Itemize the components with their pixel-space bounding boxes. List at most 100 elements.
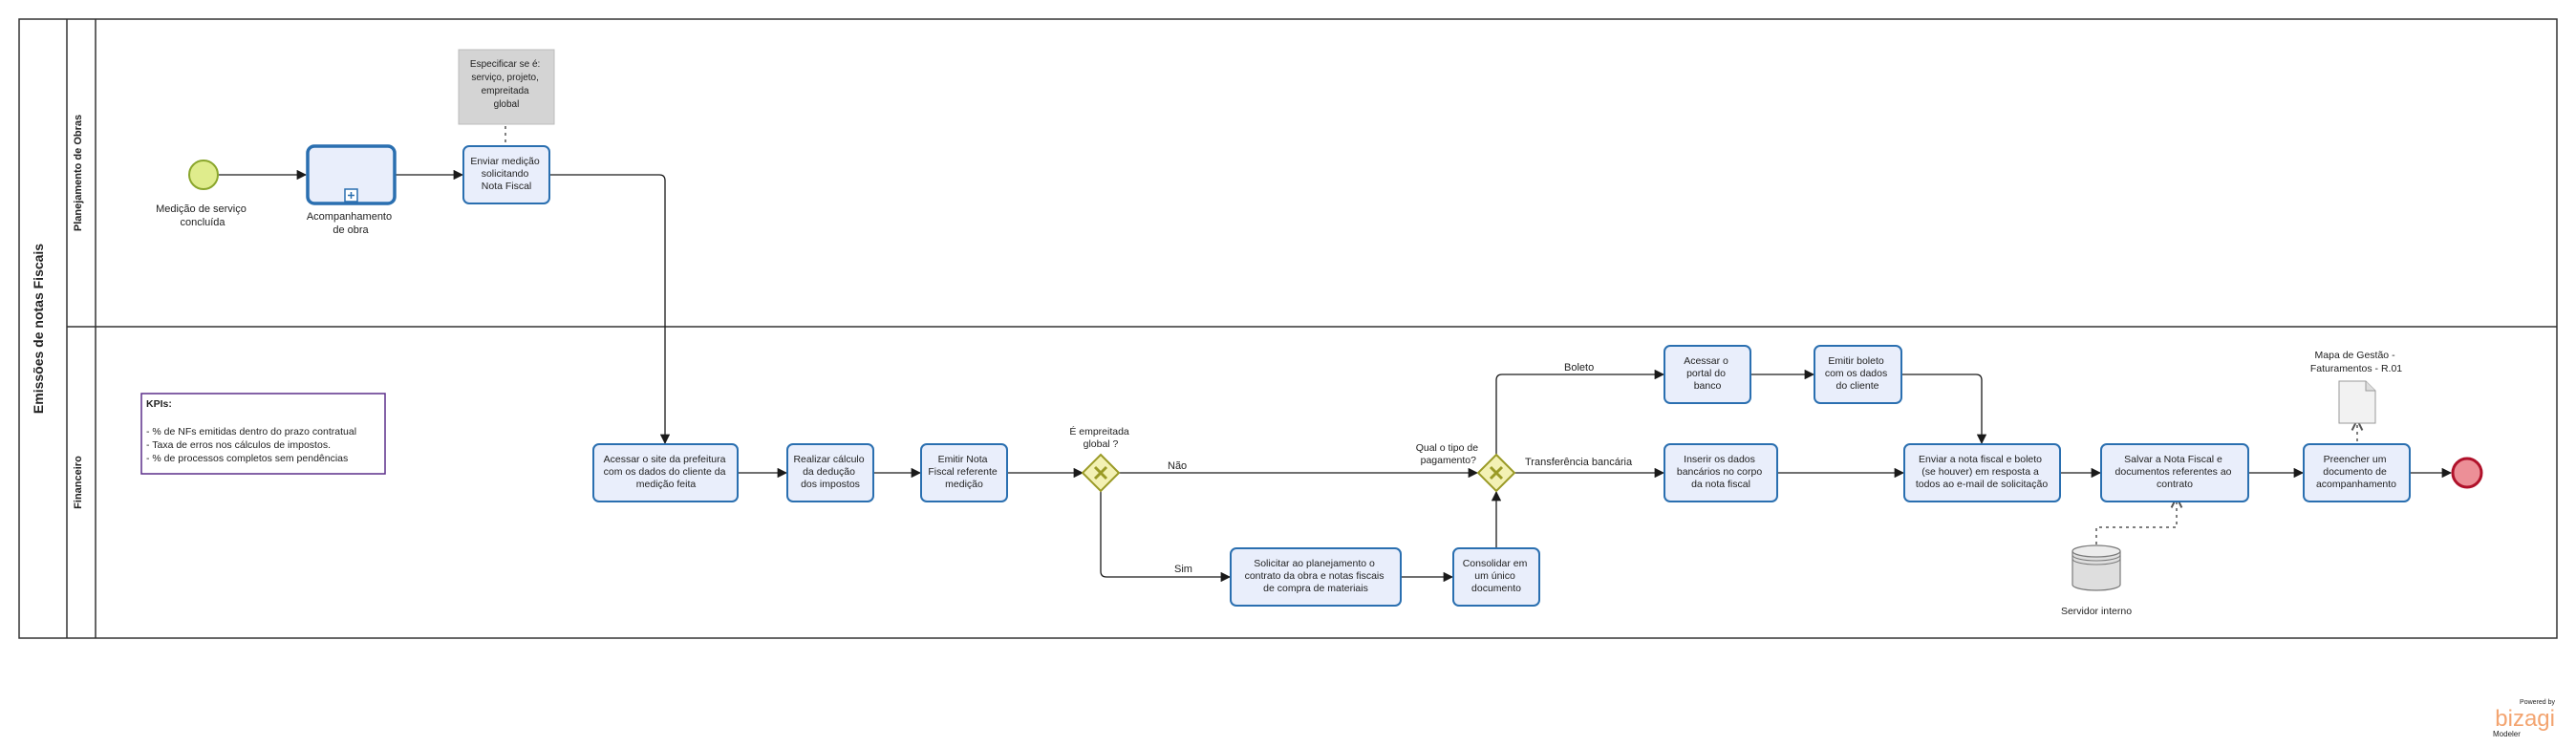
task-realizar-calculo[interactable]: Realizar cálculo da dedução dos impostos: [786, 443, 874, 502]
svg-text:Emitir boleto com os dad: Emitir boleto com os dados do cliente: [1825, 355, 1890, 392]
start-event-circle[interactable]: [188, 160, 219, 190]
kpi-item: - Taxa de erros nos cálculos de impostos…: [146, 439, 331, 451]
subprocess-label: Acompanhamento: [307, 211, 392, 223]
task-label: Preencher um: [2324, 454, 2387, 465]
lane-title-financeiro: Financeiro: [73, 456, 84, 509]
exclusive-x-icon: [1093, 465, 1108, 480]
task-label: Enviar a nota fiscal e boleto: [1919, 454, 2042, 465]
annotation-text: empreitada: [482, 86, 529, 96]
kpi-box: KPIs: - % de NFs emitidas dentro do praz…: [140, 393, 386, 475]
svg-text:Inserir os dados bancári: Inserir os dados bancários no corpo da n…: [1677, 454, 1765, 490]
svg-text:Salvar a Nota Fiscal e d: Salvar a Nota Fiscal e documentos refere…: [2115, 454, 2235, 490]
task-label: solicitando: [482, 168, 529, 180]
task-emitir-nota-fiscal[interactable]: Emitir Nota Fiscal referente medição: [920, 443, 1008, 502]
task-acessar-portal-banco[interactable]: Acessar o portal do banco: [1664, 345, 1751, 404]
task-label: documento: [1471, 583, 1521, 594]
gateway-label: pagamento?: [1421, 455, 1477, 466]
task-label: medição: [945, 479, 983, 490]
svg-text:É empreitada global ?: É empreitada global ?: [1069, 425, 1131, 450]
task-label: da dedução: [803, 466, 855, 478]
svg-text:Medição de serviço concl: Medição de serviço concluída: [156, 203, 249, 228]
task-label: um único: [1474, 570, 1515, 582]
svg-text:Enviar a nota fiscal e boleto: Enviar a nota fiscal e boleto (se houver…: [1916, 454, 2048, 490]
pool: Emissões de notas Fiscais Planejamento d…: [18, 18, 2558, 639]
end-event-circle[interactable]: [2451, 457, 2483, 489]
start-event-label: concluída: [180, 217, 225, 228]
task-consolidar-documento[interactable]: Consolidar em um único documento: [1452, 547, 1540, 607]
start-event[interactable]: Medição de serviço concluída: [156, 160, 249, 228]
svg-text:Acessar o portal do: Acessar o portal do banco: [1684, 355, 1731, 392]
annotation-text: Especificar se é:: [470, 59, 540, 70]
subprocess-acompanhamento[interactable]: Acompanhamento de obra: [306, 144, 397, 236]
pool-title: Emissões de notas Fiscais: [31, 244, 46, 414]
kpi-title: KPIs:: [146, 398, 172, 410]
end-event[interactable]: [2451, 457, 2483, 489]
start-event-label: Medição de serviço: [156, 203, 247, 215]
task-solicitar-planejamento[interactable]: Solicitar ao planejamento o contrato da …: [1230, 547, 1402, 607]
task-label: Enviar medição: [470, 156, 540, 167]
task-acessar-site-prefeitura[interactable]: Acessar o site da prefeitura com os dado…: [592, 443, 739, 502]
document-mapa-gestao[interactable]: Mapa de Gestão - Faturamentos - R.01: [2310, 350, 2402, 424]
data-store-servidor[interactable]: Servidor interno: [2061, 544, 2132, 617]
modeler-text: Modeler: [2493, 730, 2521, 738]
svg-text:Acessar o site da prefeitura: Acessar o site da prefeitura com os dado…: [604, 454, 729, 490]
task-label: portal do: [1686, 368, 1726, 379]
task-label: medição feita: [636, 479, 697, 490]
task-inserir-dados-bancarios[interactable]: Inserir os dados bancários no corpo da n…: [1664, 443, 1778, 502]
document-label: Mapa de Gestão -: [2315, 350, 2396, 361]
document-icon: [2338, 380, 2376, 424]
task-label: Consolidar em: [1463, 558, 1528, 569]
task-label: Inserir os dados: [1684, 454, 1755, 465]
task-label: Salvar a Nota Fiscal e: [2124, 454, 2222, 465]
sequence-flows: [219, 169, 2453, 583]
task-label: documentos referentes ao: [2115, 466, 2232, 478]
task-label: bancários no corpo: [1677, 466, 1762, 478]
gateway-label: global ?: [1084, 438, 1119, 450]
gateway-label: Qual o tipo de: [1416, 442, 1479, 454]
svg-text:Consolidar em um único: Consolidar em um único documento: [1463, 558, 1531, 594]
svg-text:- % de NFs emitidas dentro do: - % de NFs emitidas dentro do prazo cont…: [146, 426, 359, 464]
flow-label-transferencia: Transferência bancária: [1525, 457, 1633, 468]
bizagi-branding: Powered by bizagi Modeler: [2493, 699, 2555, 738]
annotation-text: serviço, projeto,: [471, 73, 539, 83]
gateway-label: É empreitada: [1069, 425, 1129, 438]
flow-enviar-to-acessar-site: [550, 174, 671, 445]
task-label: da nota fiscal: [1691, 479, 1750, 490]
flow-label-nao: Não: [1168, 460, 1187, 472]
task-emitir-boleto[interactable]: Emitir boleto com os dados do cliente: [1814, 345, 1902, 404]
task-label: do cliente: [1836, 380, 1879, 392]
task-label: Solicitar ao planejamento o: [1254, 558, 1375, 569]
assoc-datastore: [2095, 502, 2177, 544]
task-label: banco: [1694, 380, 1722, 392]
task-label: Acessar o site da prefeitura: [604, 454, 726, 465]
gateway-tipo-pagamento[interactable]: Qual o tipo de pagamento?: [1416, 442, 1516, 493]
kpi-item: - % de NFs emitidas dentro do prazo cont…: [146, 426, 356, 438]
flow-boleto: [1495, 369, 1665, 455]
gateway-empreitada-global[interactable]: É empreitada global ?: [1069, 425, 1131, 493]
flow-label-boleto: Boleto: [1564, 362, 1594, 374]
subprocess-label: de obra: [333, 224, 369, 236]
data-store-label: Servidor interno: [2061, 606, 2132, 617]
task-label: (se houver) em resposta a: [1921, 466, 2039, 478]
flow-boleto-to-enviar: [1901, 374, 1987, 445]
svg-text:Realizar cálculo da dedu: Realizar cálculo da dedução dos impostos: [793, 454, 867, 490]
task-label: Fiscal referente: [928, 466, 998, 478]
task-label: com os dados do cliente da: [604, 466, 726, 478]
task-label: dos impostos: [801, 479, 860, 490]
svg-text:Solicitar ao planejamento o: Solicitar ao planejamento o contrato da …: [1245, 558, 1387, 594]
task-preencher-documento[interactable]: Preencher um documento de acompanhamento: [2303, 443, 2411, 502]
task-enviar-nota-boleto[interactable]: Enviar a nota fiscal e boleto (se houver…: [1903, 443, 2061, 502]
task-label: Realizar cálculo: [793, 454, 864, 465]
task-salvar-nota-fiscal[interactable]: Salvar a Nota Fiscal e documentos refere…: [2100, 443, 2249, 502]
exclusive-x-icon: [1489, 465, 1504, 480]
svg-text:Qual o tipo de pagamento: Qual o tipo de pagamento?: [1416, 442, 1481, 466]
task-label: contrato: [2157, 479, 2193, 490]
task-label: documento de: [2323, 466, 2387, 478]
task-label: Acessar o: [1684, 355, 1728, 367]
task-label: contrato da obra e notas fiscais: [1245, 570, 1385, 582]
powered-by-text: Powered by: [2520, 699, 2555, 706]
document-label: Faturamentos - R.01: [2310, 363, 2402, 374]
text-annotation: Especificar se é: serviço, projeto, empr…: [458, 49, 555, 125]
task-enviar-medicao[interactable]: Enviar medição solicitando Nota Fiscal: [462, 145, 550, 204]
